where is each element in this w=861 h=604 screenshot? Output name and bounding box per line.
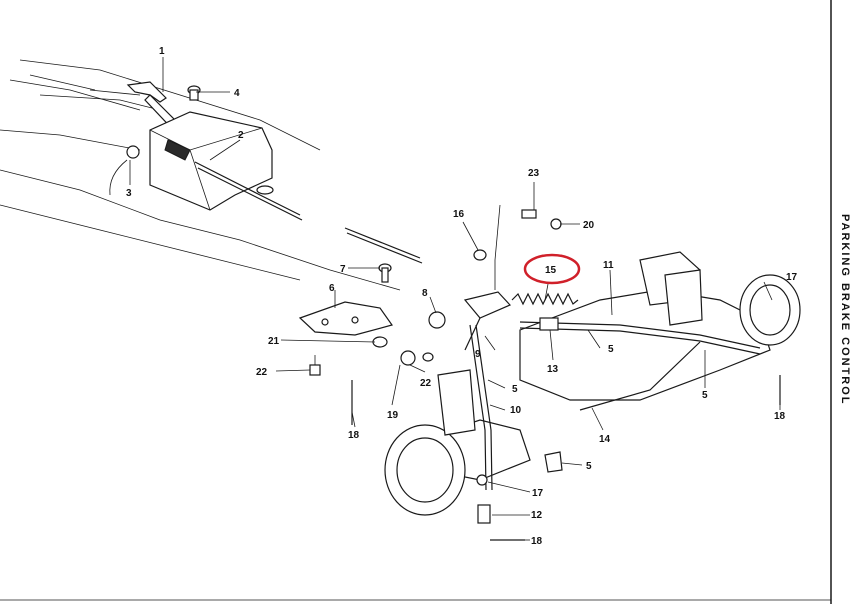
- bolt-7: [378, 263, 392, 283]
- callout-3: 3: [126, 188, 132, 199]
- callout-19: 19: [387, 410, 399, 421]
- callout-17-bottom: 17: [532, 488, 544, 499]
- callouts: 1 2 3 4 6 7 8 9 10 11 12 13 14 15 16 17 …: [126, 46, 798, 547]
- clip-16: [473, 249, 487, 261]
- guide-13: [539, 317, 559, 331]
- callout-11: 11: [603, 260, 614, 271]
- callout-1: 1: [159, 46, 165, 57]
- callout-5-b: 5: [512, 384, 518, 395]
- callout-22-mid: 22: [420, 378, 432, 389]
- bolt-23: [521, 209, 537, 219]
- callout-20: 20: [583, 220, 595, 231]
- clip-17b: [476, 474, 488, 486]
- grommet-3: [109, 145, 140, 196]
- callout-18-bottom: 18: [531, 536, 543, 547]
- callout-22-left: 22: [256, 367, 268, 378]
- callout-6: 6: [329, 283, 335, 294]
- bolt-4: [187, 85, 201, 101]
- callout-21: 21: [268, 336, 280, 347]
- nut-21: [372, 336, 388, 348]
- callout-23: 23: [528, 168, 540, 179]
- nut-19: [400, 350, 416, 366]
- callout-17-right: 17: [786, 272, 798, 283]
- callout-5-c: 5: [586, 461, 592, 472]
- callout-18-left: 18: [348, 430, 360, 441]
- callout-16: 16: [453, 209, 465, 220]
- leader-lines: [129, 57, 781, 541]
- callout-5-a: 5: [608, 344, 614, 355]
- callout-5-d: 5: [702, 390, 708, 401]
- bolt-22: [309, 355, 321, 376]
- rear-cable-left: [469, 324, 493, 524]
- callout-2: 2: [238, 130, 244, 141]
- callout-13: 13: [547, 364, 559, 375]
- front-cable: [194, 161, 423, 264]
- equalizer-9: [463, 291, 512, 351]
- callout-14: 14: [599, 434, 611, 445]
- side-title: PARKING BRAKE CONTROL: [839, 214, 851, 406]
- callout-7: 7: [340, 264, 346, 275]
- callout-9: 9: [475, 349, 481, 360]
- rear-axle-assembly: [384, 251, 801, 516]
- callout-4: 4: [234, 88, 240, 99]
- rear-cable-right: [519, 321, 761, 411]
- bracket-6: [298, 301, 393, 336]
- highlight-circle-15: [523, 253, 581, 285]
- floor-panel: [0, 59, 401, 291]
- callout-18-right: 18: [774, 411, 786, 422]
- callout-10: 10: [510, 405, 522, 416]
- nut-20: [550, 218, 562, 230]
- callout-12: 12: [531, 510, 543, 521]
- clip-5: [544, 451, 563, 473]
- bolt-22b: [422, 352, 434, 362]
- callout-8: 8: [422, 288, 428, 299]
- callout-15: 15: [545, 265, 557, 276]
- nut-8: [428, 311, 446, 329]
